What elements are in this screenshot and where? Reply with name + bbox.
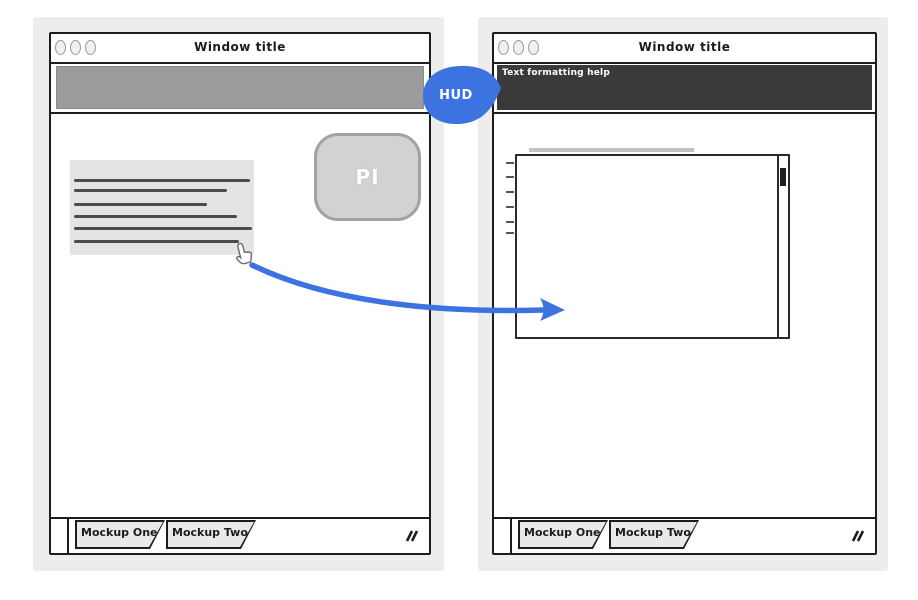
text-line [74, 227, 252, 230]
window-controls [55, 40, 96, 55]
text-area[interactable] [515, 154, 790, 339]
hud-toolbar-text: Text formatting help [502, 68, 610, 78]
tab-label: Mockup Two [615, 526, 691, 539]
tick-mark [506, 162, 514, 164]
tick-mark [506, 191, 514, 193]
titlebar: Window title [494, 34, 875, 64]
pi-widget[interactable]: PI [314, 133, 421, 221]
titlebar: Window title [51, 34, 429, 64]
tabstrip: Mockup One Mockup Two [494, 517, 875, 553]
hud-toolbar: Text formatting help [494, 64, 875, 114]
mockup-window-right: Window title Text formatting help [492, 32, 877, 555]
text-line [74, 203, 207, 206]
window-title: Window title [194, 40, 286, 54]
pi-widget-label: PI [355, 165, 380, 189]
tabstrip-divider [67, 519, 69, 553]
hud-toolbar-fill: Text formatting help [497, 65, 872, 110]
tick-mark [506, 232, 514, 234]
text-block[interactable] [70, 160, 254, 255]
tab-label: Mockup One [524, 526, 601, 539]
window-title: Window title [638, 40, 731, 54]
text-line [74, 179, 250, 182]
text-line [74, 215, 237, 218]
tab-mockup-one[interactable]: Mockup One [75, 520, 165, 549]
tab-label: Mockup Two [172, 526, 248, 539]
tick-mark [506, 221, 514, 223]
tick-mark [506, 176, 514, 178]
window-control-icon[interactable] [55, 40, 66, 55]
window-controls [498, 40, 539, 55]
window-control-icon[interactable] [498, 40, 509, 55]
tab-mockup-two[interactable]: Mockup Two [166, 520, 256, 549]
text-line [74, 240, 239, 243]
tab-mockup-one[interactable]: Mockup One [518, 520, 608, 549]
textarea-shadow [529, 148, 694, 152]
window-control-icon[interactable] [528, 40, 539, 55]
text-line [74, 189, 227, 192]
window-content: PI [53, 114, 427, 517]
tabstrip: Mockup One Mockup Two [51, 517, 429, 553]
hud-balloon-label: HUD [439, 88, 473, 103]
toolbar-placeholder [51, 64, 429, 114]
resize-grip-icon[interactable] [403, 527, 421, 545]
mockup-window-left: Window title PI Mockup One [49, 32, 431, 555]
tab-mockup-two[interactable]: Mockup Two [609, 520, 699, 549]
window-control-icon[interactable] [85, 40, 96, 55]
tab-label: Mockup One [81, 526, 158, 539]
toolbar-fill [56, 66, 424, 109]
window-control-icon[interactable] [513, 40, 524, 55]
tick-mark [506, 206, 514, 208]
tabstrip-divider [510, 519, 512, 553]
window-content [496, 114, 873, 517]
window-control-icon[interactable] [70, 40, 81, 55]
scrollbar-track[interactable] [777, 156, 779, 337]
scrollbar-thumb[interactable] [780, 168, 786, 186]
resize-grip-icon[interactable] [849, 527, 867, 545]
